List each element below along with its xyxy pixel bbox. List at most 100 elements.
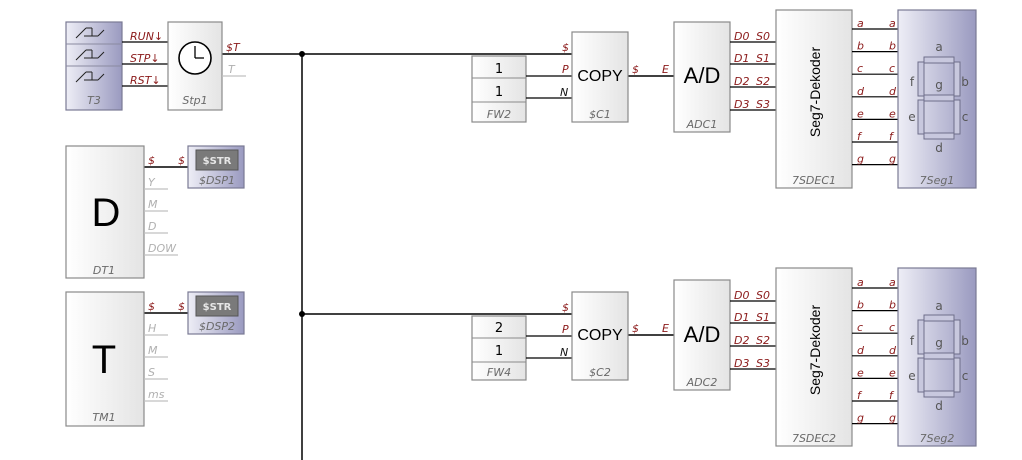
dec2-in-1: S1: [756, 311, 770, 324]
tm1-out-2: M: [148, 344, 158, 357]
seg1-in-g: g: [889, 153, 896, 166]
dec2-out-b: b: [857, 299, 864, 312]
seg1-name: 7Seg1: [920, 174, 955, 187]
c2-out: $: [632, 322, 639, 335]
switch-icon: [75, 27, 105, 83]
date-block-dt1[interactable]: D DT1 $ Y M D DOW: [65, 145, 178, 279]
dsp2-name: $DSP2: [199, 320, 235, 333]
stp1-out-t: $T: [226, 41, 241, 54]
seg1-label-a: a: [935, 40, 942, 54]
tm1-out-1: H: [148, 322, 156, 335]
seg2-in-g: g: [889, 412, 896, 425]
stopwatch-block-stp1[interactable]: Stp1 $T T: [167, 21, 246, 111]
dec1-title: Seg7-Dekoder: [807, 47, 823, 138]
seg1-label-c: c: [962, 110, 969, 124]
seg1-in-f: f: [889, 130, 895, 143]
c2-name: $C2: [589, 366, 611, 379]
c1-in-2: N: [560, 86, 568, 99]
seg2-label-d: d: [935, 399, 943, 413]
copy-block-c2[interactable]: COPY $ P N $ $C2: [560, 291, 639, 381]
seg1-in-a: a: [889, 17, 896, 30]
seg2-label-a: a: [935, 299, 942, 313]
dec1-out-d: d: [857, 85, 865, 98]
adc1-out-0: D0: [734, 30, 749, 43]
c2-title: COPY: [577, 327, 623, 344]
seg2-in-b: b: [889, 299, 896, 312]
dec1-out-e: e: [857, 107, 864, 120]
tm1-out-4: ms: [148, 388, 165, 401]
value-block-fw4[interactable]: 2 1 FW4: [471, 315, 572, 381]
dt1-out-1: Y: [148, 176, 156, 189]
tm1-title: T: [92, 338, 116, 382]
dt1-out-0: $: [148, 154, 155, 167]
seg1-in-c: c: [889, 62, 895, 75]
dt1-name: DT1: [93, 264, 115, 277]
stp1-name: Stp1: [182, 94, 207, 107]
stp1-out-t2: T: [228, 63, 236, 76]
seg1-label-b: b: [961, 75, 969, 89]
dec1-in-2: S2: [756, 75, 770, 88]
tm1-name: TM1: [92, 411, 115, 424]
dec1-in-3: S3: [756, 98, 770, 111]
fw4-name: FW4: [487, 366, 511, 379]
adc-block-adc1[interactable]: A/D E ADC1 D0 D1 D2 D3 S0 S1 S2 S3: [662, 21, 776, 133]
value-block-fw2[interactable]: 1 1 FW2: [471, 55, 572, 123]
fw2-v1: 1: [495, 62, 503, 77]
seg1-label-d: d: [935, 141, 943, 155]
dec2-out-d: d: [857, 344, 865, 357]
adc1-out-2: D2: [734, 75, 749, 88]
dec1-out-b: b: [857, 40, 864, 53]
adc1-out-3: D3: [734, 98, 749, 111]
adc-block-adc2[interactable]: A/D E ADC2 D0 D1 D2 D3 S0 S1 S2 S3: [662, 279, 776, 391]
dec1-out-f: f: [857, 130, 863, 143]
seg2-label-g: g: [935, 336, 943, 350]
fw4-v1: 2: [495, 321, 503, 336]
adc2-out-3: D3: [734, 357, 749, 370]
seven-segment-icon: [917, 314, 961, 398]
c1-in-0: $: [562, 41, 569, 54]
dec2-title: Seg7-Dekoder: [807, 305, 823, 396]
dsp1-name: $DSP1: [199, 174, 235, 187]
clock-icon: [178, 41, 212, 75]
dt1-out-4: DOW: [148, 242, 177, 255]
seg2-label-b: b: [961, 334, 969, 348]
c1-in-1: P: [562, 63, 569, 76]
dec1-out-a: a: [857, 17, 864, 30]
copy-block-c1[interactable]: COPY $ P N $ $C1: [560, 31, 639, 123]
t3-rst-label: RST↓: [130, 74, 161, 87]
display-block-dsp1[interactable]: $STR $ $DSP1: [178, 145, 245, 189]
time-block-tm1[interactable]: T TM1 $ H M S ms: [65, 291, 168, 427]
c1-title: COPY: [577, 68, 623, 85]
fw2-v2: 1: [495, 85, 503, 100]
display-block-dsp2[interactable]: $STR $ $DSP2: [178, 291, 245, 335]
adc2-out-2: D2: [734, 334, 749, 347]
switch-block-t3[interactable]: T3 RUN↓ STP↓ RST↓: [65, 21, 168, 111]
seg1-in-d: d: [889, 85, 897, 98]
seven-segment-display-2[interactable]: a b c d e f g 7Seg2: [897, 267, 977, 447]
seg2-in-a: a: [889, 276, 896, 289]
dsp1-screen: [195, 149, 239, 171]
dec2-in-3: S3: [756, 357, 770, 370]
adc1-name: ADC1: [686, 118, 718, 131]
adc2-in: E: [662, 322, 669, 335]
fw4-v2: 1: [495, 344, 503, 359]
dec1-out-c: c: [857, 62, 863, 75]
seg2-label-f: f: [910, 334, 915, 348]
c2-in-1: P: [562, 323, 569, 336]
adc2-title: A/D: [684, 322, 721, 347]
dec1-out-g: g: [857, 153, 864, 166]
seg2-label-c: c: [962, 369, 969, 383]
dec2-out-e: e: [857, 366, 864, 379]
dec1-in-1: S1: [756, 52, 770, 65]
t3-run-label: RUN↓: [130, 30, 163, 43]
seg1-in-b: b: [889, 40, 896, 53]
seg2-label-e: e: [908, 369, 915, 383]
seg2-in-e: e: [889, 366, 896, 379]
seg2-in-f: f: [889, 389, 895, 402]
seven-segment-display-1[interactable]: a b c d e f g 7Seg1: [897, 9, 977, 189]
dec2-name: 7SDEC2: [792, 432, 836, 445]
c2-in-2: N: [560, 346, 568, 359]
